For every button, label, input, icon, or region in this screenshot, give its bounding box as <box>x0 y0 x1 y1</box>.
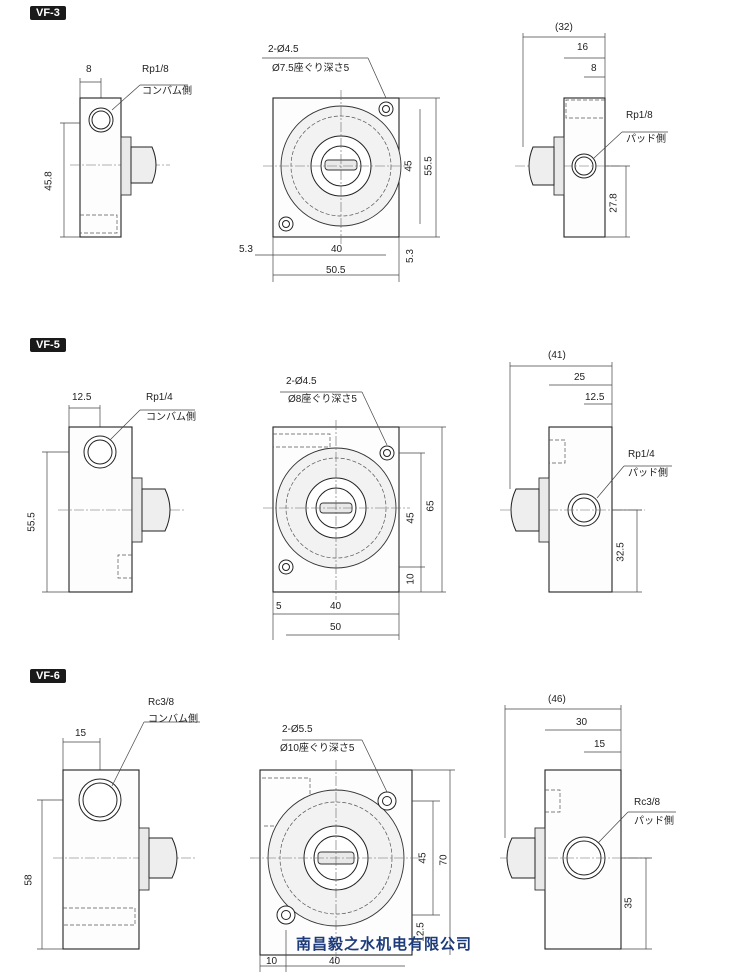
vf3-left-port-side: コンバム側 <box>142 86 192 97</box>
vf3-holes: 2-Ø4.5 <box>268 44 299 55</box>
vf5-left-height: 55.5 <box>26 512 38 532</box>
vf3-left-view <box>60 78 188 238</box>
vf3-left-height: 45.8 <box>43 171 55 191</box>
vf6-right-port-side: パッド側 <box>634 816 674 827</box>
vf5-right-depth: 25 <box>574 372 586 383</box>
vf5-height: 65 <box>425 500 437 512</box>
vf5-right-port: Rp1/4 <box>628 449 655 460</box>
vf6-left-height: 58 <box>23 874 35 886</box>
vf3-right-depth: 16 <box>577 42 589 53</box>
vf3-offset-left: 5.3 <box>239 244 253 255</box>
vf3-right-overall: (32) <box>555 22 573 33</box>
vf6-holes: 2-Ø5.5 <box>282 724 313 735</box>
vf6-right-port: Rc3/8 <box>634 797 661 808</box>
vf5-right-view <box>500 362 672 593</box>
vf3-right-port-side: パッド側 <box>626 134 666 145</box>
model-tag-vf6: VF-6 <box>30 669 66 683</box>
vf5-right-port-offset: 12.5 <box>585 392 605 403</box>
vf6-pitch-h: 40 <box>329 956 341 967</box>
vf6-height: 70 <box>438 854 450 866</box>
vf6-offset-left: 10 <box>266 956 278 967</box>
vf5-pitch-h: 40 <box>330 601 342 612</box>
vf6-right-view <box>500 705 676 950</box>
vf6-left-port-side: コンバム側 <box>148 714 198 725</box>
vf5-counterbore: Ø8座ぐり深さ5 <box>288 394 357 405</box>
vf6-right-overall: (46) <box>548 694 566 705</box>
vf3-counterbore: Ø7.5座ぐり深さ5 <box>272 63 350 74</box>
vf3-left-width: 8 <box>86 64 92 75</box>
vf5-offset-left: 5 <box>276 601 282 612</box>
model-tag-vf5: VF-5 <box>30 338 66 352</box>
vf3-front-view <box>255 57 440 282</box>
vf5-right-port-height: 32.5 <box>615 542 627 562</box>
vf3-height: 55.5 <box>423 156 435 176</box>
vf6-pitch-v: 45 <box>417 852 429 864</box>
vf6-right-port-height: 35 <box>623 897 635 909</box>
vf3-width: 50.5 <box>326 265 346 276</box>
vf3-pitch-v: 45 <box>403 160 415 172</box>
vf6-right-depth: 30 <box>576 717 588 728</box>
vf3-left-port: Rp1/8 <box>142 64 169 75</box>
vf6-left-view <box>37 721 200 950</box>
vf5-right-port-side: パッド側 <box>628 468 668 479</box>
vf6-counterbore: Ø10座ぐり深さ5 <box>280 743 355 754</box>
vf3-offset-bottom: 5.3 <box>404 249 416 263</box>
vf6-right-port-offset: 15 <box>594 739 606 750</box>
vf5-right-overall: (41) <box>548 350 566 361</box>
vf3-right-port: Rp1/8 <box>626 110 653 121</box>
vf3-pitch-h: 40 <box>331 244 343 255</box>
vf5-pitch-v: 45 <box>405 512 417 524</box>
vf5-width: 50 <box>330 622 342 633</box>
watermark-company: 南昌毅之水机电有限公司 <box>296 935 473 953</box>
vf3-right-port-offset: 8 <box>591 63 597 74</box>
vf5-offset-bottom: 10 <box>405 573 417 585</box>
vf5-left-width: 12.5 <box>72 392 92 403</box>
vf6-left-width: 15 <box>75 728 87 739</box>
vf5-left-port: Rp1/4 <box>146 392 173 403</box>
vf6-front-view <box>250 739 455 972</box>
vf5-front-view <box>263 391 446 640</box>
model-tag-vf3: VF-3 <box>30 6 66 20</box>
vf3-right-view <box>515 33 668 238</box>
vf5-holes: 2-Ø4.5 <box>286 376 317 387</box>
vf3-right-port-height: 27.8 <box>608 193 620 213</box>
vf5-left-port-side: コンバム側 <box>146 412 196 423</box>
vf5-left-view <box>42 405 195 593</box>
vf6-left-port: Rc3/8 <box>148 697 175 708</box>
